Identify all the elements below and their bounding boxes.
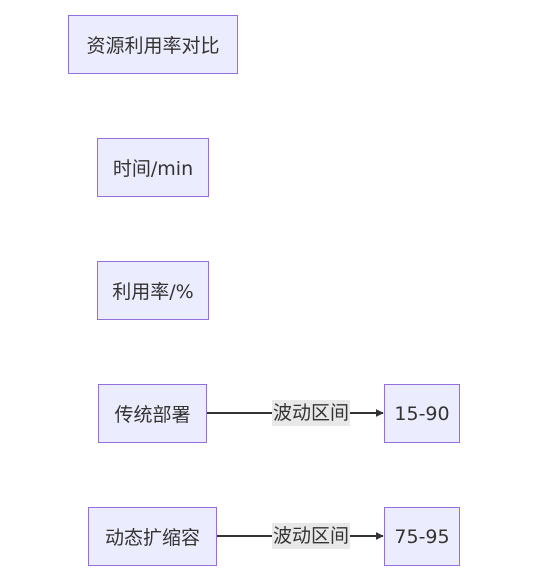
node-title-label: 资源利用率对比 [86,35,220,57]
node-traditional-range-label: 15-90 [394,402,450,425]
node-autoscale: 动态扩缩容 [88,507,217,566]
node-autoscale-range-label: 75-95 [394,525,450,548]
node-autoscale-range: 75-95 [384,507,460,566]
node-autoscale-label: 动态扩缩容 [104,527,200,549]
node-time: 时间/min [97,138,209,197]
node-traditional-range: 15-90 [384,384,460,443]
node-time-label: 时间/min [112,158,194,180]
node-traditional: 传统部署 [98,384,207,443]
edge-label-traditional: 波动区间 [271,400,351,426]
node-utilization-label: 利用率/% [112,281,194,303]
node-traditional-label: 传统部署 [114,404,191,426]
node-title: 资源利用率对比 [68,15,238,74]
node-utilization: 利用率/% [97,261,209,320]
edge-label-autoscale: 波动区间 [271,523,351,549]
